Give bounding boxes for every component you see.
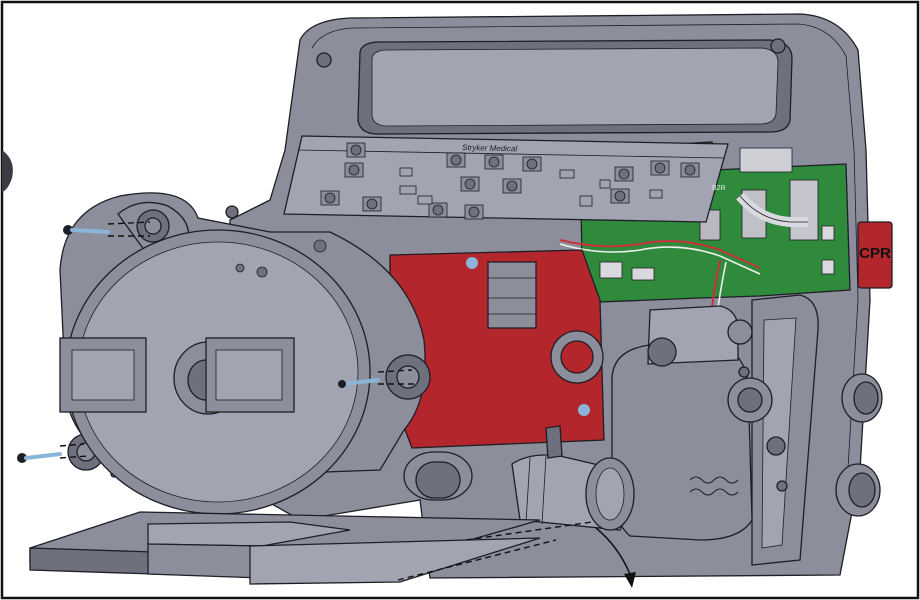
- keypad-silkscreen: Stryker Medical: [462, 143, 518, 153]
- motor-housing: [59, 192, 473, 515]
- board-marking: B2R: [712, 185, 726, 192]
- keypad-component: [417, 195, 433, 205]
- pump-valve-assembly: [611, 305, 788, 541]
- keypad-component: [399, 185, 417, 195]
- cpr-label: CPR: [859, 245, 891, 262]
- keypad-buttons: [320, 142, 700, 220]
- keypad-key-cap: [450, 154, 462, 166]
- keypad-key-cap: [654, 162, 666, 174]
- keypad-board: Stryker Medical: [283, 135, 729, 223]
- alignment-dash-lines: [397, 521, 593, 581]
- keypad-component: [579, 195, 593, 207]
- screw-top-left: [63, 221, 151, 237]
- cpr-button: CPR: [857, 221, 893, 289]
- clipped-object-left: [2, 150, 13, 192]
- keypad-key-cap: [348, 164, 360, 176]
- screw-middle: [338, 369, 414, 388]
- keypad-key-cap: [366, 198, 378, 210]
- keypad-key-cap: [526, 158, 538, 170]
- keypad-key-cap: [324, 192, 336, 204]
- keypad-key-cap: [618, 168, 630, 180]
- keypad-key-cap: [614, 190, 626, 202]
- keypad-key-cap: [464, 178, 476, 190]
- red-circuit-board: [389, 249, 605, 449]
- screw-bottom-left: [17, 443, 89, 463]
- keypad-key-cap: [350, 144, 362, 156]
- base-plates: [29, 511, 541, 585]
- outlet-fitting: [511, 425, 635, 531]
- keypad-component: [599, 179, 611, 189]
- keypad-component: [399, 167, 413, 177]
- arrow-down-icon: [595, 527, 636, 588]
- keypad-key-cap: [506, 180, 518, 192]
- keypad-component: [559, 169, 575, 179]
- side-connectors: [835, 373, 883, 517]
- keypad-component: [649, 189, 663, 199]
- keypad-key-cap: [684, 164, 696, 176]
- spring-coil: [689, 476, 739, 496]
- keypad-key-cap: [432, 204, 444, 216]
- keypad-key-cap: [468, 206, 480, 218]
- keypad-key-cap: [488, 156, 500, 168]
